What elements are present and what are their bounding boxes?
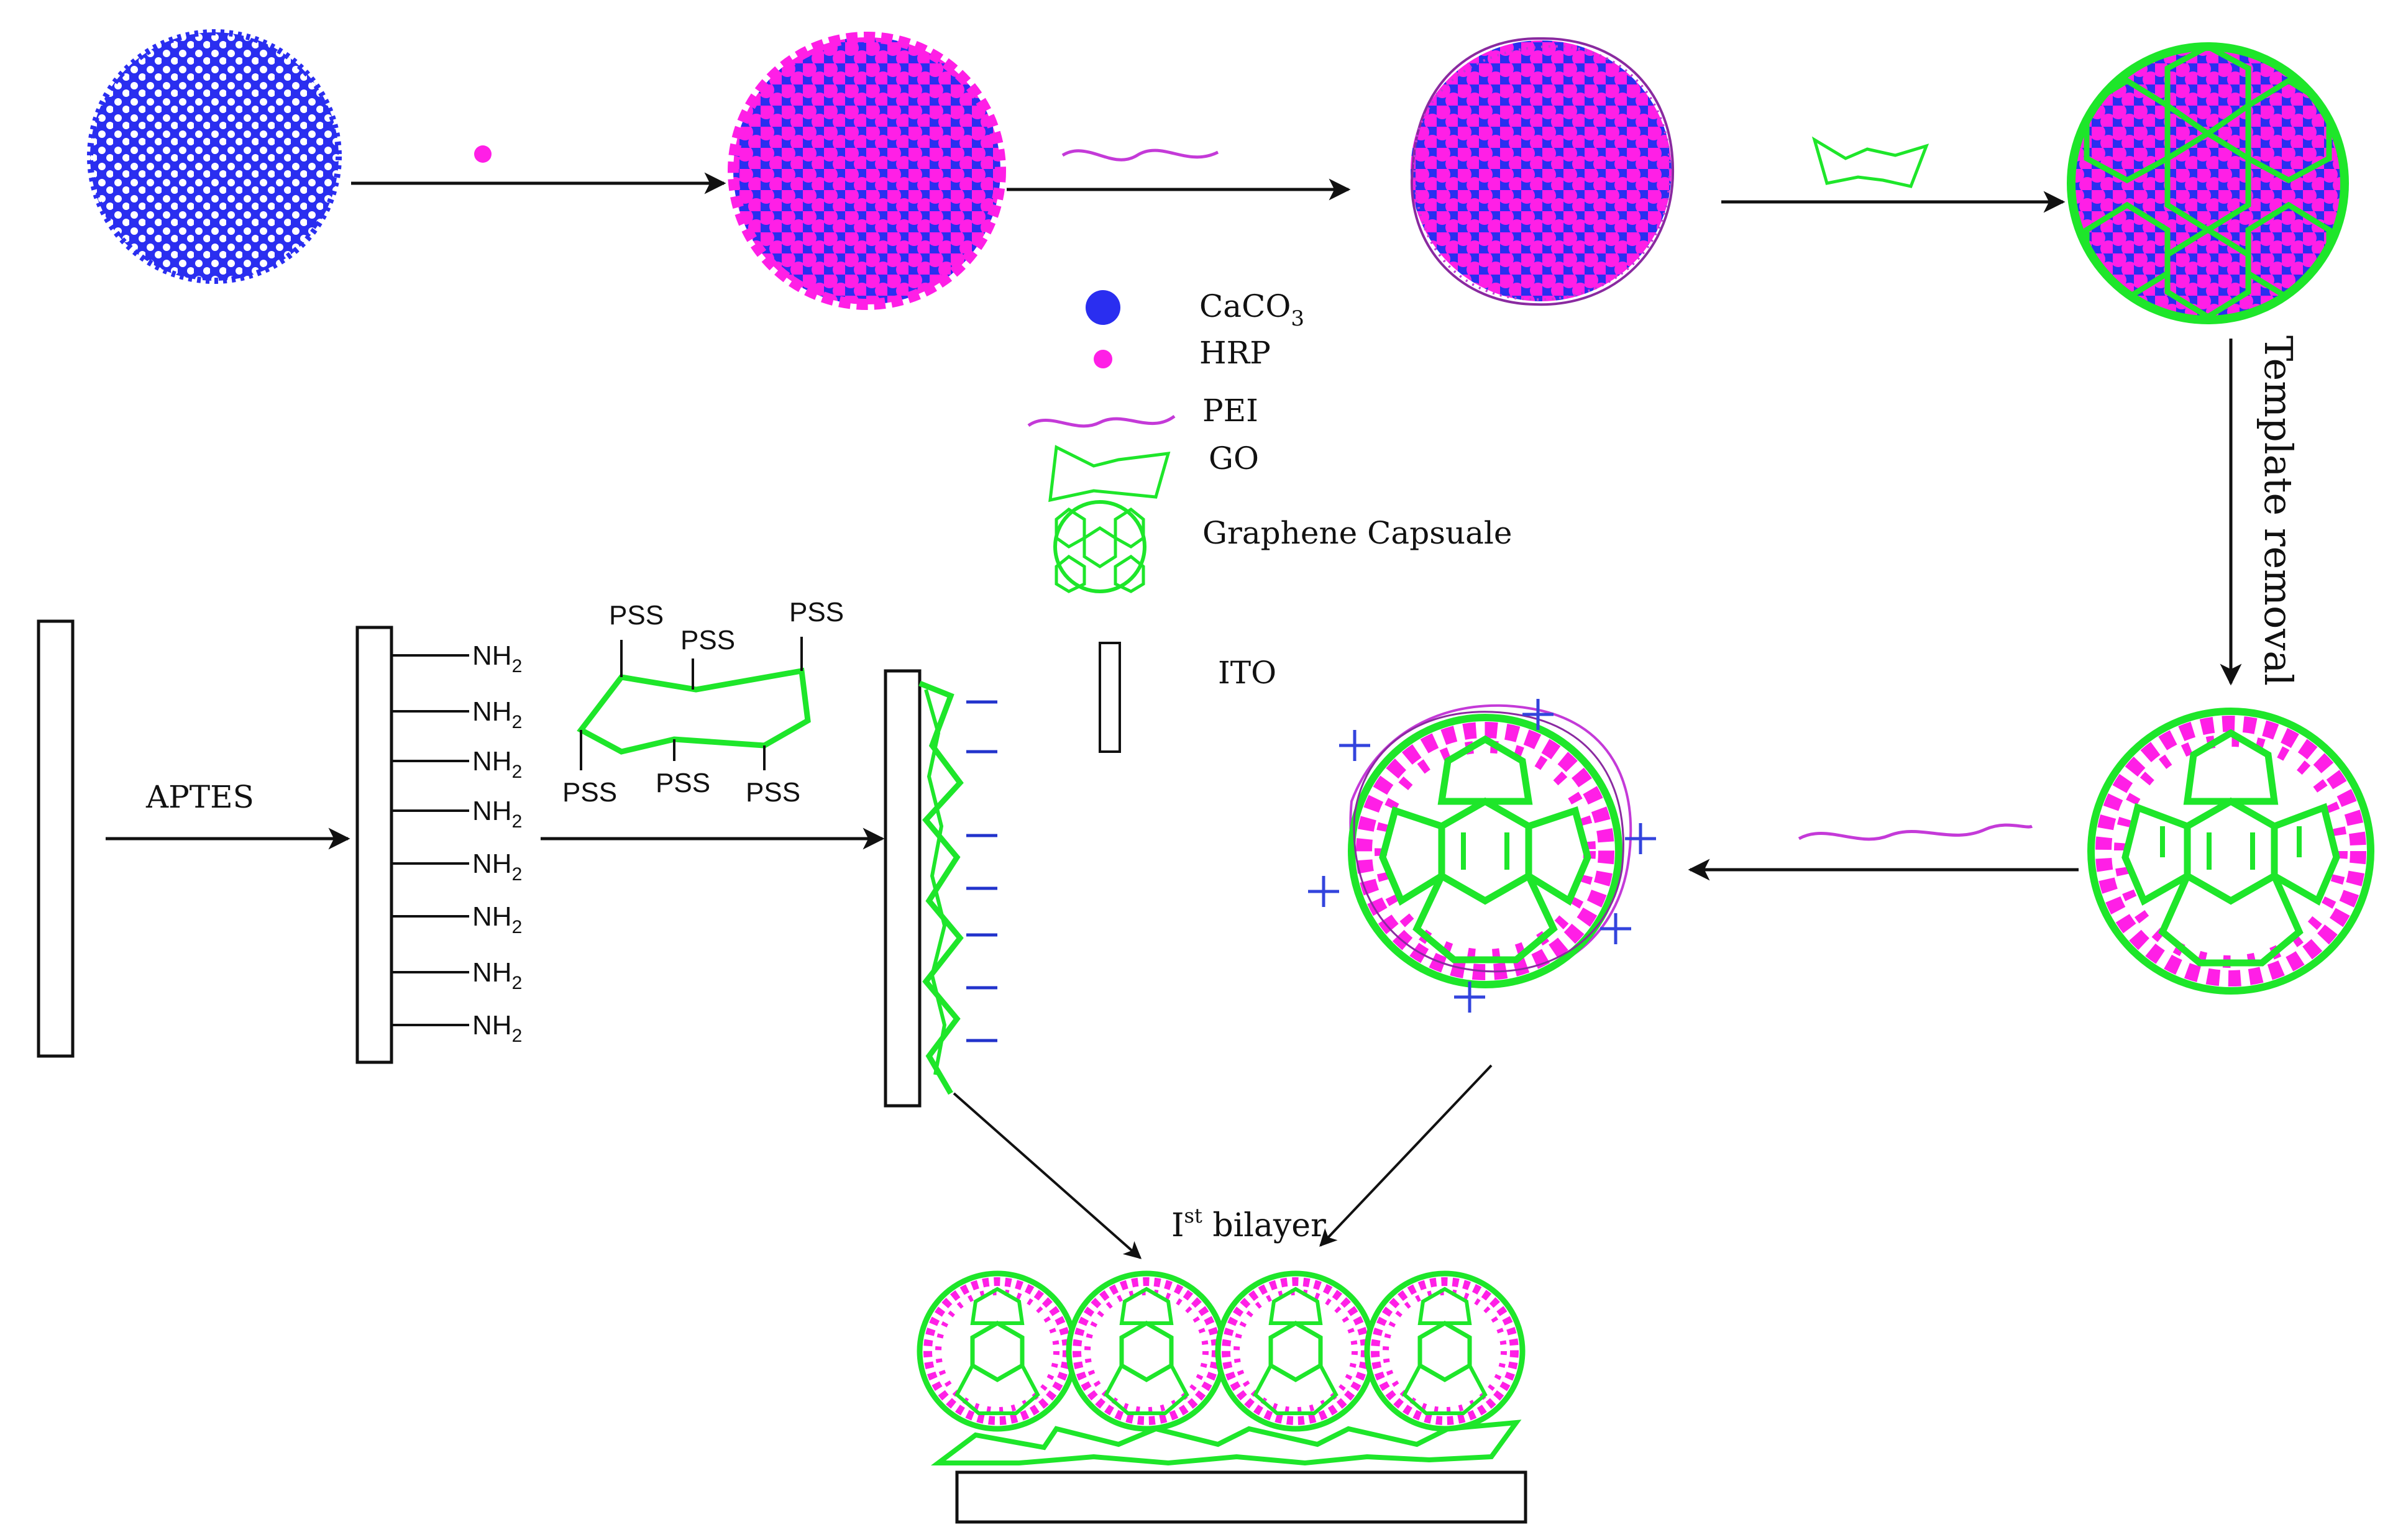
bilayer-label: Ist bilayer — [1171, 1204, 1326, 1244]
pei-strand-icon — [1061, 148, 1219, 162]
pss-label: PSS — [562, 777, 617, 808]
nh2-label: NH2 — [472, 796, 522, 832]
nh2-label: NH2 — [472, 849, 522, 885]
pss-go-sheet: PSS PSS PSS PSS PSS PSS — [562, 597, 844, 808]
pei-legend-icon — [1027, 414, 1176, 428]
go-sheet-icon — [1811, 136, 1929, 188]
graphene-capsule-legend-icon — [1053, 500, 1146, 593]
nh2-label: NH2 — [472, 746, 522, 782]
hrp-legend-icon — [1094, 350, 1112, 368]
pss-label: PSS — [746, 777, 800, 808]
go-wrapped-sphere — [2067, 42, 2349, 324]
legend-caco3-label: CaCO3 — [1199, 288, 1304, 331]
legend: CaCO3 HRP PEI GO Graphene Capsuale ITO — [1027, 288, 1512, 753]
pei-coated-capsule — [1348, 704, 1632, 988]
arrow-capsule-to-bilayer — [1319, 1064, 1493, 1247]
capsule-2 — [1066, 1270, 1227, 1432]
caco3-template-sphere — [87, 29, 342, 284]
nh2-label: NH2 — [472, 696, 522, 732]
nh2-label: NH2 — [472, 957, 522, 993]
hrp-dot-icon — [474, 145, 492, 163]
pei-coated-sphere — [1410, 37, 1675, 306]
legend-ito-label: ITO — [1218, 655, 1276, 691]
ito-substrate — [955, 1470, 1527, 1524]
caco3-legend-icon — [1086, 290, 1120, 325]
capsule-1 — [917, 1270, 1078, 1432]
nh2-label: NH2 — [472, 1010, 522, 1046]
go-legend-icon — [1048, 445, 1171, 503]
capsule-3 — [1215, 1270, 1376, 1432]
first-bilayer-assembly — [917, 1270, 1527, 1524]
capsule-4 — [1364, 1270, 1526, 1432]
template-removal-label: Template removal — [2256, 335, 2301, 686]
arrow-electrode-to-bilayer — [953, 1092, 1142, 1259]
positive-charge-icons — [1308, 699, 1656, 1013]
pss-label: PSS — [680, 625, 735, 655]
go-base-layer — [931, 1419, 1522, 1466]
ito-legend-icon — [1099, 642, 1121, 753]
pss-label: PSS — [656, 768, 710, 798]
pss-label: PSS — [609, 600, 664, 631]
hollow-graphene-capsule — [2087, 708, 2374, 995]
legend-pei-label: PEI — [1202, 393, 1258, 429]
amine-functionalized-ito: NH2 NH2 NH2 NH2 NH2 NH2 NH2 NH2 — [355, 626, 522, 1064]
nh2-label: NH2 — [472, 901, 522, 937]
pei-strand-icon-2 — [1798, 823, 2033, 841]
hrp-loaded-sphere — [728, 32, 1006, 310]
bare-ito-electrode — [37, 619, 75, 1058]
pss-label: PSS — [789, 597, 844, 627]
legend-hrp-label: HRP — [1199, 335, 1271, 371]
legend-capsule-label: Graphene Capsuale — [1202, 515, 1512, 551]
go-modified-ito — [884, 669, 997, 1108]
legend-go-label: GO — [1209, 440, 1259, 476]
aptes-label: APTES — [145, 779, 254, 815]
nh2-label: NH2 — [472, 640, 522, 677]
